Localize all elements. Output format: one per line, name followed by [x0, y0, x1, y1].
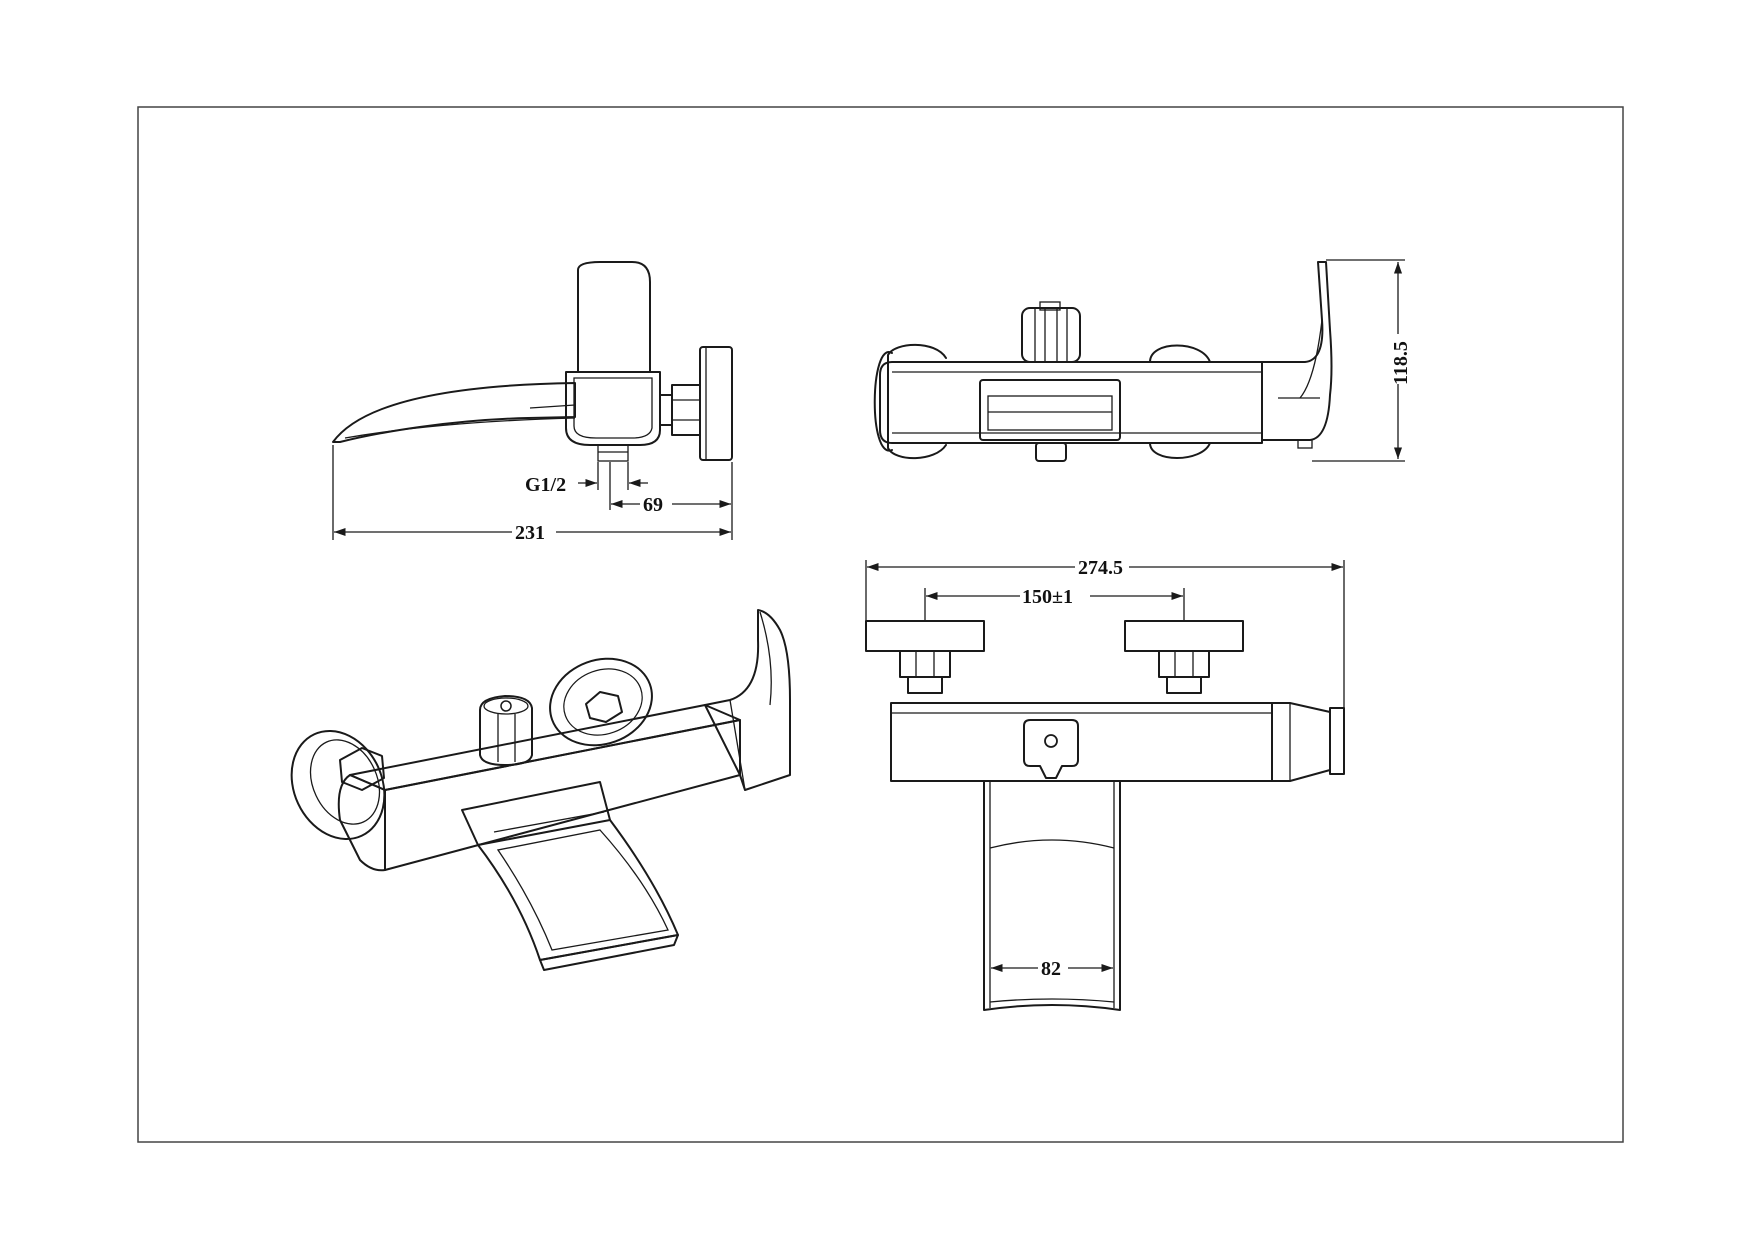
- thread-size-label: G1/2: [525, 474, 566, 496]
- spout-width-label: 82: [1041, 958, 1061, 980]
- top-view: 118.5: [873, 259, 1412, 462]
- overall-depth-label: 231: [515, 522, 545, 544]
- isometric-view: [290, 609, 791, 971]
- wall-depth-label: 69: [643, 494, 663, 516]
- height-label: 118.5: [1390, 341, 1412, 385]
- drawing-frame: [137, 106, 1624, 1143]
- front-view: 274.5 150±1 82: [865, 555, 1345, 1011]
- overall-width-label: 274.5: [1078, 557, 1123, 579]
- side-view: G1/2 69 231: [332, 261, 733, 544]
- center-distance-label: 150±1: [1022, 586, 1073, 608]
